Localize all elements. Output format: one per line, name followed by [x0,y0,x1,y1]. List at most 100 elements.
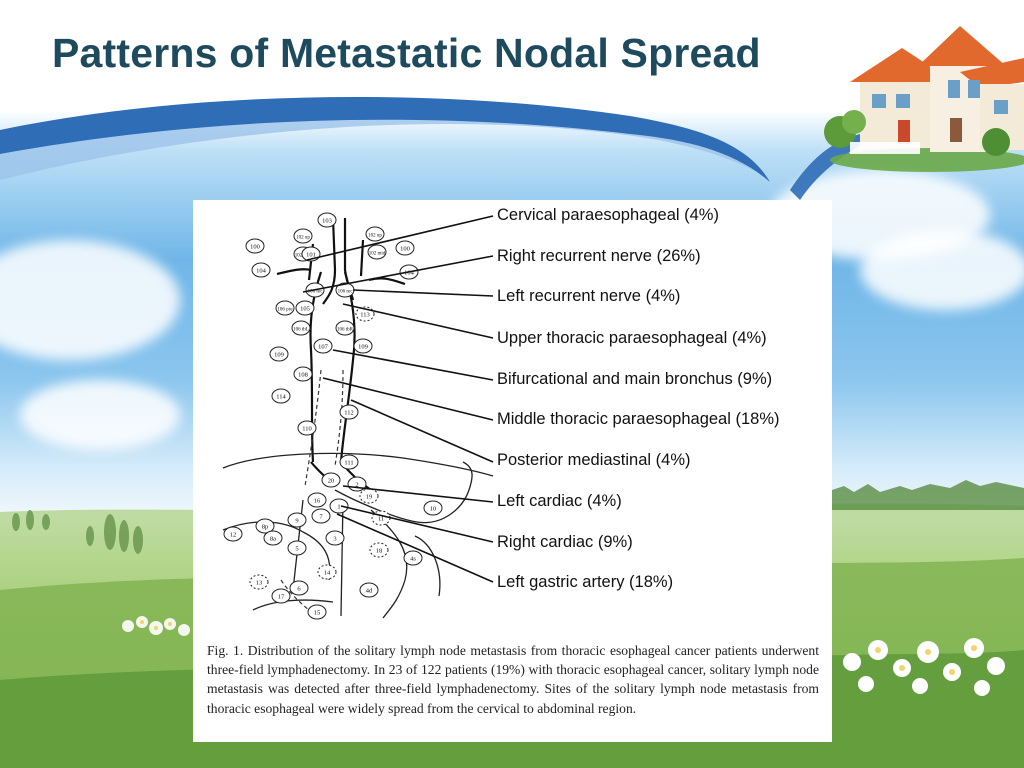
lymph-node-marker: 17 [271,588,291,604]
lymph-node-number: 104 [256,268,267,275]
cloud [0,240,180,360]
lymph-node-number: 105 [300,306,310,313]
slide-title: Patterns of Metastatic Nodal Spread [52,30,761,76]
lymph-node-marker: 114 [271,388,291,404]
lymph-node-marker: 100 [245,238,265,254]
lymph-node-number: 8p [262,524,269,531]
lymph-node-number: 7 [319,514,323,521]
label-posterior-mediastinal: Posterior mediastinal (4%) [497,451,691,469]
lymph-node-number: 114 [276,394,286,401]
lymph-node-marker: 15 [307,604,327,620]
lymph-node-number: 107 [318,344,329,351]
lymph-node-number: 12 [230,532,237,539]
label-cervical-paraesophageal: Cervical paraesophageal (4%) [497,206,719,224]
lymph-node-number: 111 [344,460,353,467]
decorative-swoosh [0,96,880,200]
lymph-node-number: 106 tbL [293,328,309,333]
lymph-node-marker: 1 [329,498,349,514]
lymph-node-marker: 112 [339,404,359,420]
label-left-gastric-artery: Left gastric artery (18%) [497,573,674,591]
lymph-node-marker: 16 [307,492,327,508]
lymph-node-number: 4d [366,588,373,595]
flowers-right [843,638,1005,696]
lymph-node-marker: 109 [353,338,373,354]
lymph-node-number: 15 [314,610,321,617]
lymph-node-marker: 102 up [365,226,385,242]
lymph-node-marker: 106 tbL [291,320,311,336]
lymph-node-marker: 111 [339,454,359,470]
lymph-node-number: 109 [358,344,368,351]
lymph-node-number: 103 [322,218,332,225]
lymph-node-number: 3 [333,536,336,543]
lymph-node-number: 102 up [296,236,310,241]
lymph-node-number: 106 rec [338,290,354,295]
lymph-node-number: 13 [256,580,263,587]
lymph-node-number: 104 [404,270,415,277]
lymph-node-marker: 12 [223,526,243,542]
lymph-node-marker: 10 [423,500,443,516]
lymph-node-number: 11 [378,516,384,523]
lymph-node-marker: 106 pre [275,300,295,316]
lymph-node-number: 14 [324,570,331,577]
lymph-node-number: 1 [337,504,340,511]
lymph-node-number: 9 [295,518,298,525]
lymph-node-number: 101 [306,252,316,259]
lymph-node-number: 4s [410,556,416,563]
lymph-node-number: 106 tbR [337,328,354,333]
lymph-node-number: 108 [298,372,308,379]
lymph-node-number: 102 mid [369,252,386,257]
lymph-node-number: 100 [400,246,410,253]
lymph-node-number: 112 [344,410,354,417]
lymph-node-marker: 109 [269,346,289,362]
lymph-node-marker: 100 [395,240,415,256]
lymph-node-marker: 5 [287,540,307,556]
lymph-node-marker: 110 [297,420,317,436]
lymph-node-marker: 4d [359,582,379,598]
lymph-node-number: 19 [366,494,373,501]
lymph-node-marker: 11 [371,510,391,526]
lymph-node-marker: 13 [249,574,269,590]
cloud [20,380,180,450]
lymph-node-number: 102 up [368,234,382,239]
lymph-node-number: 100 [250,244,260,251]
lymph-node-number: 106 rec [308,290,324,295]
lymph-node-number: 106 pre [277,308,293,313]
flowers-left [122,616,190,636]
lymph-node-number: 18 [376,548,383,555]
figure-caption: Fig. 1. Distribution of the solitary lym… [207,643,819,716]
lymph-node-number: 17 [278,594,285,601]
lymph-node-marker: 4s [403,550,423,566]
label-bifurcational-main-bronchus: Bifurcational and main bronchus (9%) [497,370,773,388]
house-illustration [824,26,1024,172]
lymph-node-marker: 19 [359,488,379,504]
lymph-node-number: 2 [355,482,358,489]
label-middle-thoracic-paraesophageal: Middle thoracic paraesophageal (18%) [497,410,780,428]
lymph-node-marker: 9 [287,512,307,528]
lymph-node-marker: 107 [313,338,333,354]
lymph-node-marker: 105 [295,300,315,316]
lymph-node-number: 5 [295,546,298,553]
cloud [860,230,1024,310]
lymph-node-marker: 18 [369,542,389,558]
lymph-node-marker: 3 [325,530,345,546]
lymph-node-number: 16 [314,498,321,505]
label-right-recurrent-nerve: Right recurrent nerve (26%) [497,247,701,265]
lymph-node-marker: 102 mid [367,244,387,260]
lymph-node-marker: 103 [317,212,337,228]
lymph-node-number: 109 [274,352,284,359]
lymph-node-number: 110 [302,426,312,433]
lymph-node-number: 113 [360,312,370,319]
lymph-node-marker: 108 [293,366,313,382]
lymph-node-marker: 8p [255,518,275,534]
lymph-node-marker: 106 tbR [335,320,355,336]
lymph-node-number: 6 [297,586,301,593]
label-right-cardiac: Right cardiac (9%) [497,533,633,551]
leader-lines [302,215,494,583]
lymph-node-number: 20 [328,478,335,485]
label-left-recurrent-nerve: Left recurrent nerve (4%) [497,287,681,305]
lymph-node-marker: 104 [251,262,271,278]
